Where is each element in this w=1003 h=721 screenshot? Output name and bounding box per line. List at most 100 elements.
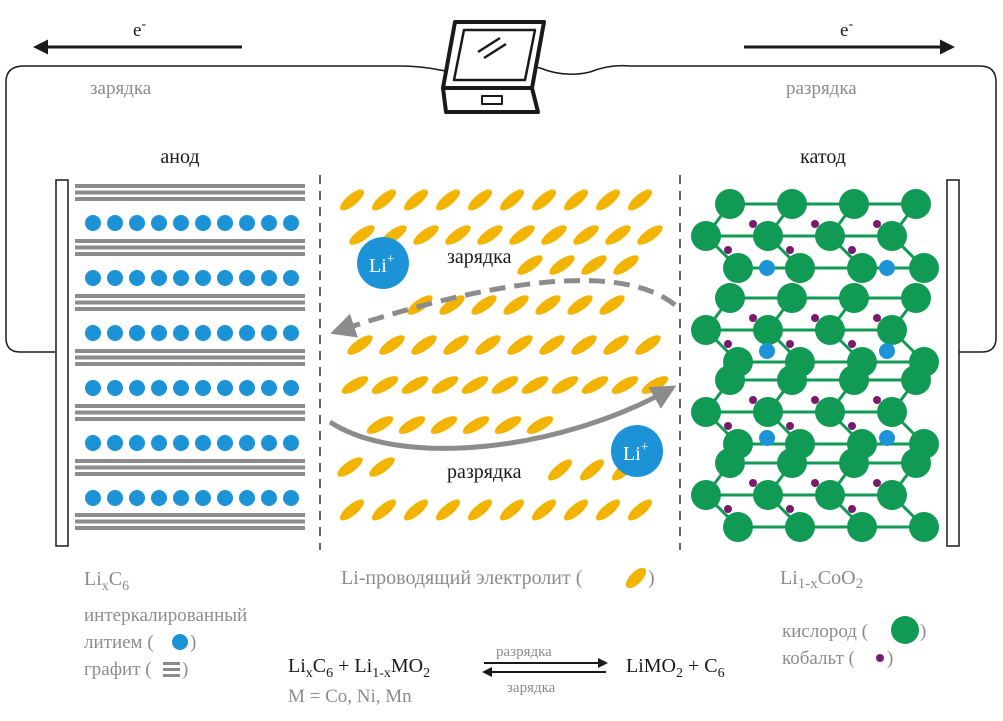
electrolyte-particle (371, 189, 397, 211)
electrolyte-particle (599, 295, 625, 315)
cobalt-atom (786, 340, 794, 348)
li-ion-upper: Li+ (357, 237, 409, 289)
cathode-lithium-ion (879, 430, 895, 446)
oxygen-atom (691, 397, 721, 427)
equation-charge-label: зарядка (507, 680, 556, 696)
electrolyte-particle (571, 335, 597, 355)
electrolyte-particle (627, 499, 653, 521)
electrolyte-particle (595, 499, 621, 521)
electrolyte-particle (371, 499, 397, 521)
lithium-ion (239, 270, 255, 286)
electrolyte-particle (503, 295, 529, 315)
cobalt-atom (786, 505, 794, 513)
lithium-ion (151, 270, 167, 286)
cathode-label: катод (800, 146, 846, 168)
lithium-ion (129, 325, 145, 341)
electrolyte-particle (563, 189, 589, 211)
discharge-arrow (328, 385, 677, 451)
oxygen-atom (815, 221, 845, 251)
lithium-ion (129, 215, 145, 231)
cobalt-atom (873, 479, 881, 487)
oxygen-atom (839, 189, 869, 219)
electrolyte-particle (439, 295, 465, 315)
electrolyte-particle (403, 499, 429, 521)
graphite-sheet (75, 404, 305, 408)
lithium-ion (107, 325, 123, 341)
cobalt-atom (873, 220, 881, 228)
lithium-ion (261, 215, 277, 231)
cobalt-atom (724, 422, 732, 430)
lithium-legend-icon (172, 634, 188, 650)
electrolyte-particle (379, 335, 405, 355)
cobalt-atom (848, 340, 856, 348)
oxygen-atom (847, 512, 877, 542)
lithium-ion (85, 325, 101, 341)
lithium-ion (173, 270, 189, 286)
anode-label: анод (160, 146, 199, 168)
oxygen-legend: кислород ( (782, 621, 868, 642)
lithium-ion (195, 325, 211, 341)
equation-lhs: LixC6 + Li1-xMO2 (288, 655, 430, 681)
oxygen-atom (901, 283, 931, 313)
electrolyte-particle (627, 189, 653, 211)
lithium-ion (85, 215, 101, 231)
cobalt-legend-close: ) (887, 648, 893, 669)
electrolyte-particle (531, 499, 557, 521)
oxygen-atom (715, 283, 745, 313)
lithium-ion (107, 270, 123, 286)
lithium-ion (85, 490, 101, 506)
oxygen-atom (847, 253, 877, 283)
lithium-ion (107, 215, 123, 231)
oxygen-atom (901, 365, 931, 395)
electrolyte-particle (499, 499, 525, 521)
oxygen-legend-close: ) (920, 621, 926, 642)
lithium-ion (261, 270, 277, 286)
graphite-sheet (75, 472, 305, 476)
electrolyte-particle (494, 416, 522, 434)
lithium-ion (107, 490, 123, 506)
laptop-icon (441, 20, 546, 114)
lithium-ion (217, 380, 233, 396)
electrolyte-particles (337, 189, 669, 521)
electrolyte-particle (443, 335, 469, 355)
graphite-sheet (75, 417, 305, 421)
electrolyte-particle (349, 225, 375, 245)
electrolyte-particle (635, 335, 661, 355)
lithium-ion (261, 380, 277, 396)
oxygen-atom (877, 480, 907, 510)
electrolyte-particle (531, 189, 557, 211)
lithium-ion (85, 435, 101, 451)
electrolyte-legend: Li-проводящий электролит ( (341, 567, 583, 589)
lithium-ion (195, 380, 211, 396)
electrolyte-particle (551, 376, 579, 394)
lithium-ion (283, 215, 299, 231)
cobalt-atom (749, 220, 757, 228)
graphite-sheet (75, 252, 305, 256)
graphite-legend-close: ) (182, 659, 188, 680)
electrolyte-particle (467, 189, 493, 211)
graphite-sheet (75, 307, 305, 311)
svg-text:Li+: Li+ (369, 252, 395, 277)
oxygen-atom (723, 512, 753, 542)
electrolyte-particle (547, 459, 573, 481)
cathode-lithium-ion (759, 430, 775, 446)
cobalt-atom (786, 422, 794, 430)
lithium-ion (283, 270, 299, 286)
graphite-sheet (75, 410, 305, 415)
graphite-sheet (75, 355, 305, 360)
oxygen-atom (691, 221, 721, 251)
electrolyte-particle (461, 376, 489, 394)
charge-arrow (330, 278, 677, 338)
lithium-ion (217, 490, 233, 506)
electrolyte-particle (613, 255, 639, 275)
electrolyte-particle (431, 376, 459, 394)
oxygen-atom (909, 512, 939, 542)
lithium-ion (151, 325, 167, 341)
graphite-sheet (75, 294, 305, 298)
graphite-sheet (75, 362, 305, 366)
lithium-ion (129, 270, 145, 286)
electrolyte-particle (477, 225, 503, 245)
cobalt-atom (724, 505, 732, 513)
electrolyte-particle (573, 225, 599, 245)
